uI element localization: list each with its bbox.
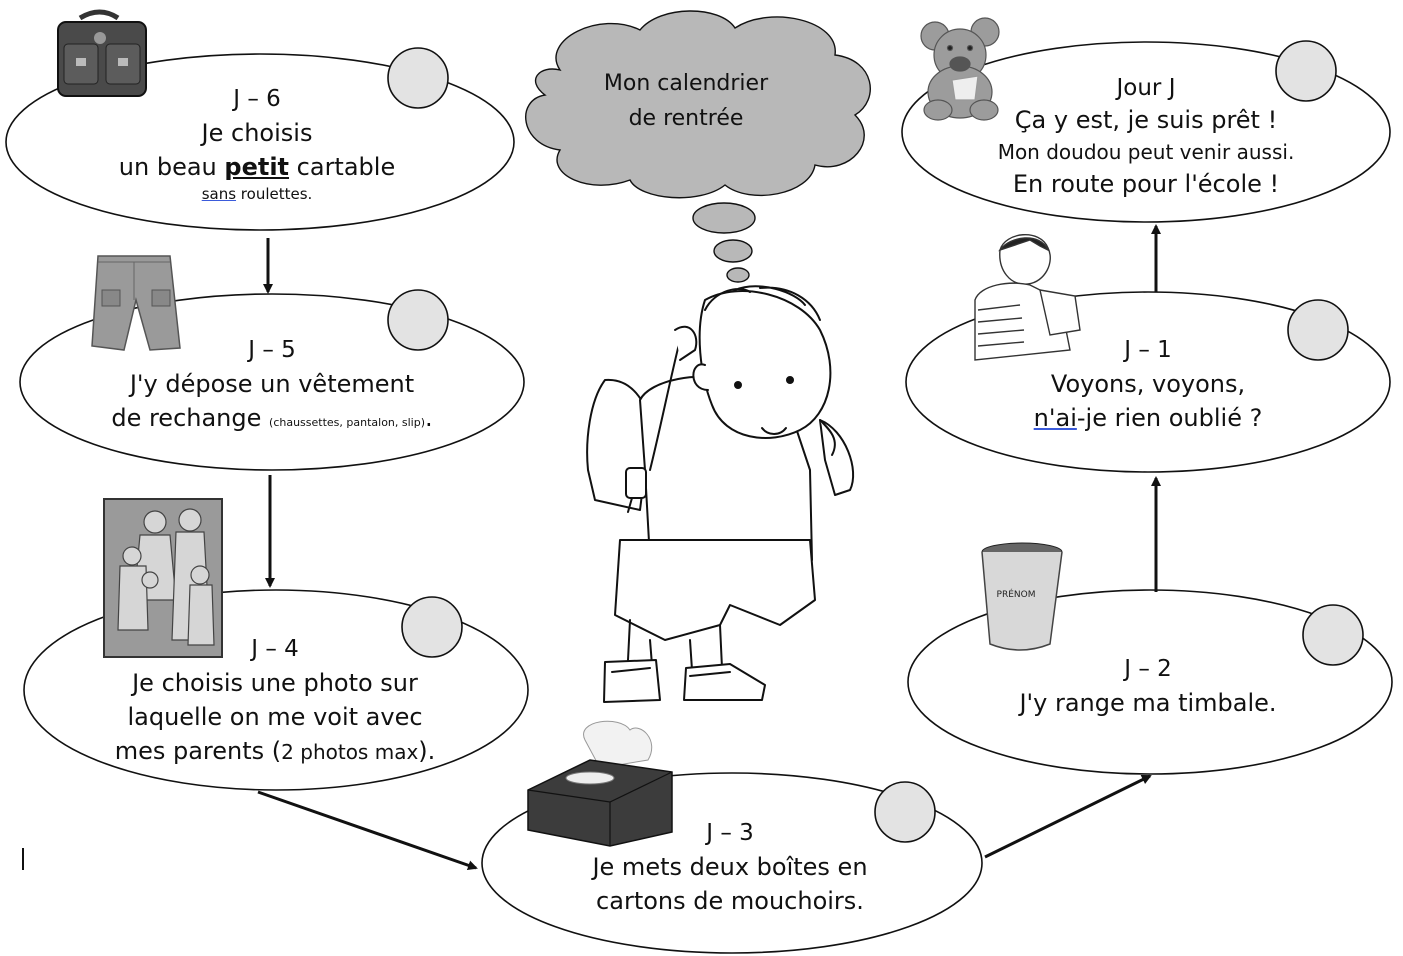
teddy-bear-icon (920, 17, 1000, 121)
check-circle-icon[interactable] (387, 47, 449, 109)
thought-cloud (525, 10, 871, 283)
step-day-label: J – 5 (248, 337, 296, 363)
schoolbag-icon (57, 9, 147, 97)
step-text: En route pour l'école ! (1012, 170, 1280, 198)
arrow-j3-to-j2 (984, 774, 1152, 859)
title-line-2: de rentrée (628, 106, 744, 131)
step-day-label: J – 1 (1124, 337, 1172, 363)
tissue-box-icon (527, 720, 673, 847)
step-day-label: J – 3 (706, 820, 754, 846)
step-text: J'y dépose un vêtement (129, 370, 415, 398)
step-text: Ça y est, je suis prêt ! (1014, 106, 1278, 134)
step-j2: J – 2 J'y range ma timbale. (1019, 652, 1276, 720)
step-text: laquelle on me voit avec (127, 703, 423, 731)
boy-with-backpack-icon (586, 285, 855, 703)
step-j5: J – 5 J'y dépose un vêtement de rechange… (111, 333, 432, 440)
text-cursor (22, 848, 24, 870)
step-day-label: J – 2 (1124, 656, 1172, 682)
title-line-1: Mon calendrier (603, 71, 769, 96)
child-packing-icon (974, 233, 1081, 361)
step-text: mes parents (2 photos max). (114, 737, 436, 765)
step-j3: J – 3 Je mets deux boîtes en cartons de … (592, 816, 867, 918)
check-circle-icon[interactable] (1287, 299, 1349, 361)
step-j1: J – 1 Voyons, voyons, n'ai-je rien oubli… (1034, 333, 1263, 435)
step-ellipse-j0 (901, 41, 1391, 223)
family-photo-icon (103, 498, 223, 658)
check-circle-icon[interactable] (1302, 604, 1364, 666)
step-text: n'ai-je rien oublié ? (1033, 404, 1263, 432)
step-text: J'y range ma timbale. (1019, 689, 1277, 717)
diagram-title: Mon calendrier de rentrée (604, 66, 768, 136)
step-day-label: Jour J (1116, 75, 1176, 101)
step-ellipse-j6 (5, 53, 515, 231)
cup-label: PRÉNOM (997, 588, 1036, 600)
arrow-j4-to-j3 (257, 790, 478, 871)
check-circle-icon[interactable] (387, 289, 449, 351)
step-day-label: J – 4 (251, 636, 299, 662)
step-j4: J – 4 Je choisis une photo sur laquelle … (115, 632, 436, 769)
step-text: Je choisis une photo sur (132, 669, 418, 697)
step-day-label: J – 6 (233, 86, 281, 112)
step-note: sans roulettes. (201, 185, 313, 203)
step-text: Voyons, voyons, (1050, 370, 1246, 398)
trousers-icon (91, 255, 181, 351)
step-text: Je choisis (201, 119, 313, 147)
check-circle-icon[interactable] (874, 781, 936, 843)
step-text: un beau petit cartable (118, 153, 396, 181)
step-jour-j: Jour J Ça y est, je suis prêt ! Mon doud… (998, 72, 1295, 200)
step-text: Mon doudou peut venir aussi. (997, 140, 1295, 164)
check-circle-icon[interactable] (1275, 40, 1337, 102)
step-text: cartons de mouchoirs. (596, 887, 864, 915)
step-text: Je mets deux boîtes en (592, 853, 868, 881)
check-circle-icon[interactable] (401, 596, 463, 658)
step-j6: J – 6 Je choisis un beau petit cartable … (119, 82, 395, 204)
emphasis-text: petit (224, 153, 290, 181)
step-text: de rechange (chaussettes, pantalon, slip… (111, 404, 433, 432)
cup-icon: PRÉNOM (981, 542, 1063, 651)
